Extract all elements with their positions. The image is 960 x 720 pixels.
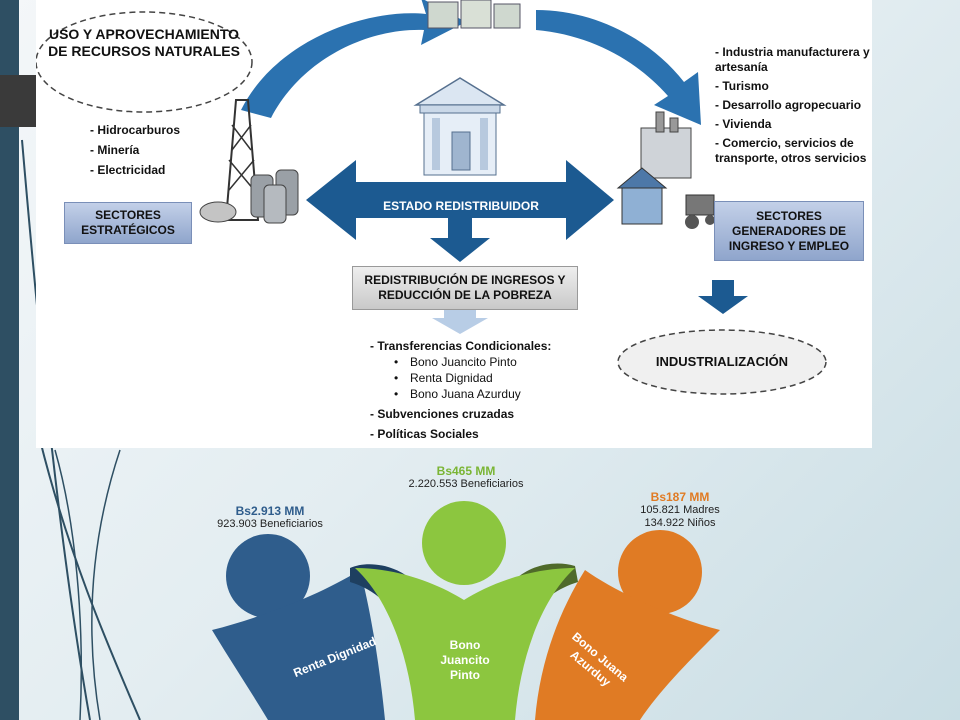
resources-ellipse-outline [36, 11, 253, 113]
subsidies-item: - Subvenciones cruzadas [370, 407, 515, 421]
juana-azurduy-children: 134.922 Niños [644, 517, 716, 529]
juancito-pinto-beneficiaries: 2.220.553 Beneficiarios [408, 478, 524, 490]
right-item-comercio: - Comercio, servicios de transporte, otr… [715, 136, 867, 165]
renta-dignidad-beneficiaries: 923.903 Beneficiarios [217, 518, 323, 530]
renta-dignidad-body [212, 570, 385, 720]
resources-ellipse-text: USO Y APROVECHAMIENTO DE RECURSOS NATURA… [48, 26, 240, 59]
left-item-electricidad: - Electricidad [90, 163, 166, 177]
oil-tower-icon [199, 99, 260, 223]
right-item-turismo: - Turismo [715, 79, 769, 93]
juana-azurduy-mothers: 105.821 Madres [640, 504, 720, 516]
right-item-vivienda: - Vivienda [715, 117, 772, 131]
down-arrow-center [430, 218, 490, 262]
juancito-pinto-amount: Bs465 MM [436, 464, 496, 478]
right-item-agropecuario: - Desarrollo agropecuario [715, 98, 862, 112]
juana-azurduy-stats: Bs187 MM 105.821 Madres 134.922 Niños [600, 491, 760, 530]
juana-azurduy-head [618, 530, 702, 614]
right-item-industria: - Industria manufacturera y artesanía [715, 45, 870, 74]
strategic-sectors-box: SECTORES ESTRATÉGICOS [64, 202, 192, 244]
renta-dignidad-stats: Bs2.913 MM 923.903 Beneficiarios [190, 505, 350, 531]
renta-dignidad-amount: Bs2.913 MM [235, 504, 305, 518]
left-accent-bar [0, 0, 19, 720]
transfer-item: Bono Juana Azurduy [370, 386, 590, 402]
right-sector-list: - Industria manufacturera y artesanía - … [715, 45, 870, 170]
juancito-pinto-stats: Bs465 MM 2.220.553 Beneficiarios [386, 465, 546, 491]
transfers-section: - Transferencias Condicionales: Bono Jua… [370, 338, 590, 444]
income-employment-sectors-box: SECTORES GENERADORES DE INGRESO Y EMPLEO [714, 201, 864, 261]
industrialization-ellipse-outline [617, 329, 827, 395]
left-accent-square [0, 75, 36, 127]
renta-dignidad-head [226, 534, 310, 618]
down-arrow-right [698, 280, 748, 314]
bank-building-icon [413, 77, 507, 176]
center-state-label: ESTADO REDISTRIBUIDOR [383, 199, 539, 213]
diagram-graphics [36, 0, 827, 395]
top-right-curved-arrow [536, 10, 701, 125]
juana-azurduy-body [535, 570, 720, 720]
top-left-curved-arrow [241, 0, 466, 118]
transfers-title: - Transferencias Condicionales: [370, 339, 552, 353]
juancito-pinto-label: Bono Juancito Pinto [440, 638, 490, 682]
redistribution-diagram: USO Y APROVECHAMIENTO DE RECURSOS NATURA… [36, 0, 872, 448]
double-horizontal-arrow [306, 160, 614, 240]
social-policies-item: - Políticas Sociales [370, 427, 479, 441]
left-item-hidrocarburos: - Hidrocarburos [90, 123, 181, 137]
light-down-arrow [432, 310, 488, 334]
money-stacks-icon [427, 0, 521, 29]
transfer-item: Renta Dignidad [370, 370, 590, 386]
juancito-pinto-head [422, 501, 506, 585]
transfer-item: Bono Juancito Pinto [370, 354, 590, 370]
juancito-pinto-body [355, 568, 575, 720]
barrels-icon [250, 169, 299, 224]
industrialization-text: INDUSTRIALIZACIÓN [655, 354, 789, 369]
left-sector-list: - Hidrocarburos - Minería - Electricidad [90, 120, 180, 180]
left-item-mineria: - Minería [90, 143, 140, 157]
juana-azurduy-amount: Bs187 MM [650, 490, 710, 504]
redistribution-box: REDISTRIBUCIÓN DE INGRESOS Y REDUCCIÓN D… [352, 266, 578, 310]
factory-house-icon [616, 111, 715, 229]
